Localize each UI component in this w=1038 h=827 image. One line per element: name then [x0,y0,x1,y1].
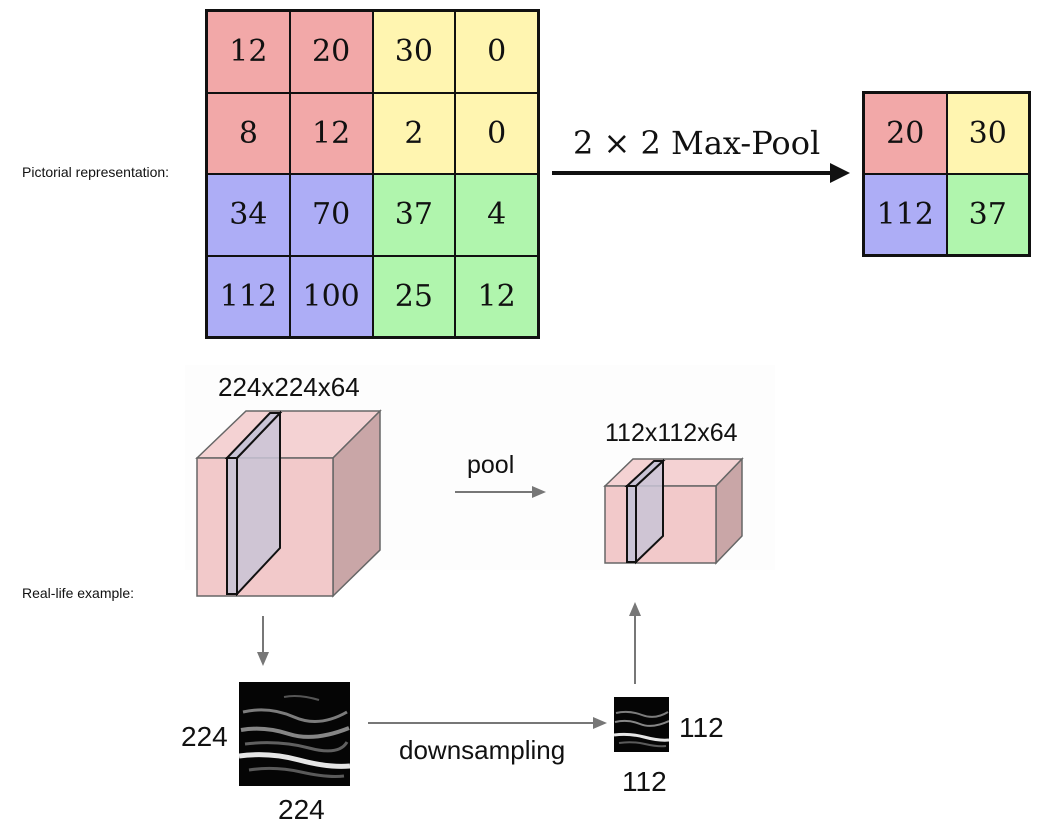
large-cube-slice-top [224,412,283,459]
max-pool-arrowhead [830,163,850,183]
small-feature-map-image [614,697,669,752]
up-arrowhead [629,602,641,616]
input-cell: 20 [289,11,373,93]
input-cell: 8 [207,92,290,174]
input-cell: 100 [289,255,373,337]
pictorial-representation-label: Pictorial representation: [22,164,170,180]
downsampling-label: downsampling [399,735,566,765]
small-feature-cube [603,457,744,565]
small-cube-slice-front [626,485,637,563]
input-matrix: 12 20 30 0 8 12 2 0 34 70 37 4 112 100 2… [205,9,540,339]
output-cell: 30 [946,93,1029,174]
input-cell: 30 [372,11,456,93]
input-cell: 70 [289,174,373,256]
pool-arrowhead [532,486,546,498]
large-feature-cube [195,409,382,598]
large-cube-dimensions: 224x224x64 [218,372,360,402]
input-cell: 0 [455,11,538,93]
pool-label: pool [467,451,515,479]
small-image-height-label: 112 [679,712,724,743]
large-image-height-label: 224 [181,721,228,752]
large-image-width-label: 224 [278,794,325,825]
input-cell: 25 [372,255,456,337]
input-cell: 37 [372,174,456,256]
input-cell: 12 [455,255,538,337]
input-cell: 4 [455,174,538,256]
output-cell: 112 [864,174,947,255]
input-cell: 12 [207,11,290,93]
input-cell: 0 [455,92,538,174]
output-matrix: 20 30 112 37 [862,91,1031,257]
large-cube-slice-front [226,457,238,595]
small-cube-slice-top [624,460,666,487]
small-cube-dimensions: 112x112x64 [605,419,738,447]
input-cell: 12 [289,92,373,174]
down-arrowhead [257,652,269,666]
input-cell: 112 [207,255,290,337]
small-image-width-label: 112 [622,766,667,797]
max-pool-label: 2 × 2 Max-Pool [573,124,821,162]
real-life-example-label: Real-life example: [22,585,135,601]
output-cell: 37 [946,174,1029,255]
input-cell: 2 [372,92,456,174]
large-feature-map-image [239,682,350,786]
input-cell: 34 [207,174,290,256]
downsampling-arrowhead [593,717,607,729]
output-cell: 20 [864,93,947,174]
